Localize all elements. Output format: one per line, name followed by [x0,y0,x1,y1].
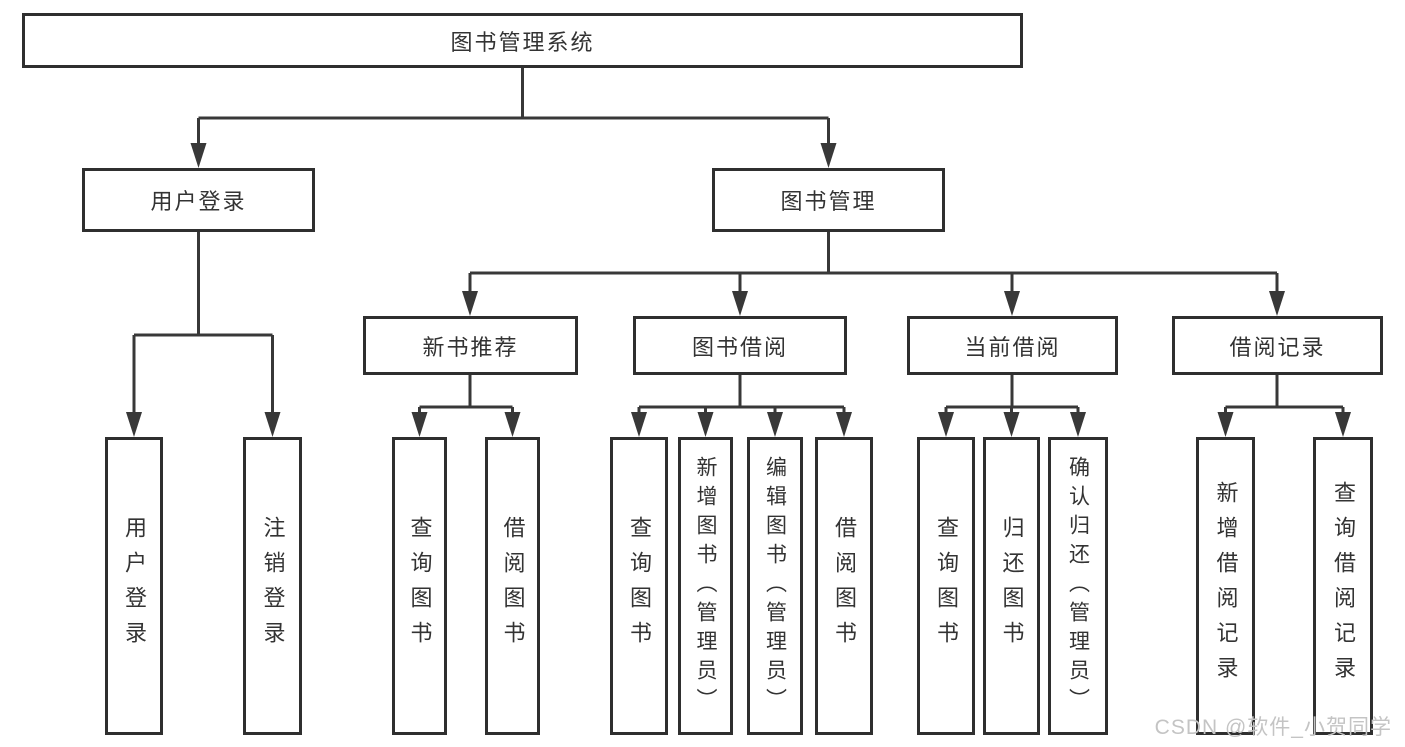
arrowheads [126,143,1351,437]
node-label: 查询图书 [934,516,959,656]
arrow-down-icon [836,412,852,437]
leaf-confirm-return-admin: 确认归还（管理员） [1048,437,1108,735]
connector-new-book-recommend [418,375,514,412]
arrow-down-icon [1269,291,1285,316]
arrow-down-icon [411,412,428,437]
node-label: 查询借阅记录 [1331,481,1356,691]
arrow-down-icon [732,291,748,316]
node-label: 新增借阅记录 [1213,481,1239,691]
leaf-logout: 注销登录 [243,437,302,735]
node-label: 图书借阅 [691,334,788,360]
node-label: 新书推荐 [422,334,519,360]
node-label: 确认归还（管理员） [1066,455,1090,717]
arrow-down-icon [1070,412,1086,437]
arrow-down-icon [938,412,954,437]
arrow-down-icon [126,412,142,437]
arrow-down-icon [1217,412,1234,437]
node-label: 图书管理系统 [450,29,595,55]
leaf-borrow-books: 借阅图书 [815,437,873,735]
leaf-query-books-borrow: 查询图书 [610,437,668,735]
node-label: 借阅记录 [1229,334,1326,360]
node-label: 当前借阅 [964,334,1061,360]
node-current-borrow: 当前借阅 [907,316,1118,375]
node-label: 查询图书 [627,516,652,656]
arrow-down-icon [264,412,281,437]
leaf-edit-book-admin: 编辑图书（管理员） [747,437,803,735]
node-label: 借阅图书 [832,516,857,656]
connector-user-login [132,232,274,412]
arrow-down-icon [1004,291,1020,316]
connector-book-borrow [637,375,846,412]
node-new-book-recommend: 新书推荐 [363,316,578,375]
node-book-borrow: 图书借阅 [633,316,847,375]
node-label: 借阅图书 [500,516,526,656]
csdn-watermark: CSDN @软件_小贺同学 [1154,716,1392,739]
leaf-add-borrow-record: 新增借阅记录 [1196,437,1255,735]
connector-root [197,68,830,143]
node-book-management: 图书管理 [712,168,945,232]
arrow-down-icon [190,143,207,168]
node-label: 注销登录 [260,516,286,656]
node-label: 编辑图书（管理员） [763,455,787,717]
node-label: 图书管理 [780,189,877,214]
connector-borrow-records [1224,375,1345,412]
arrow-down-icon [1003,412,1020,437]
node-label: 新增图书（管理员） [694,455,717,717]
node-label: 用户登录 [122,516,147,656]
leaf-user-login: 用户登录 [105,437,163,735]
arrow-down-icon [504,412,521,437]
leaf-return-books: 归还图书 [983,437,1040,735]
leaf-query-borrow-record: 查询借阅记录 [1313,437,1373,735]
arrow-down-icon [767,412,783,437]
leaf-add-book-admin: 新增图书（管理员） [678,437,733,735]
arrow-down-icon [820,143,837,168]
connector-book-management [468,232,1279,291]
arrow-down-icon [1335,412,1351,437]
node-user-login: 用户登录 [82,168,315,232]
node-label: 查询图书 [407,516,433,656]
node-label: 用户登录 [150,189,247,214]
leaf-query-books-current: 查询图书 [917,437,975,735]
leaf-query-books-recommend: 查询图书 [392,437,447,735]
leaf-borrow-books-recommend: 借阅图书 [485,437,540,735]
node-label: 归还图书 [999,516,1025,656]
arrow-down-icon [697,412,714,437]
arrow-down-icon [462,291,478,316]
arrow-down-icon [631,412,647,437]
node-borrow-records: 借阅记录 [1172,316,1383,375]
node-library-management-system: 图书管理系统 [22,13,1023,68]
connector-current-borrow [944,375,1080,412]
